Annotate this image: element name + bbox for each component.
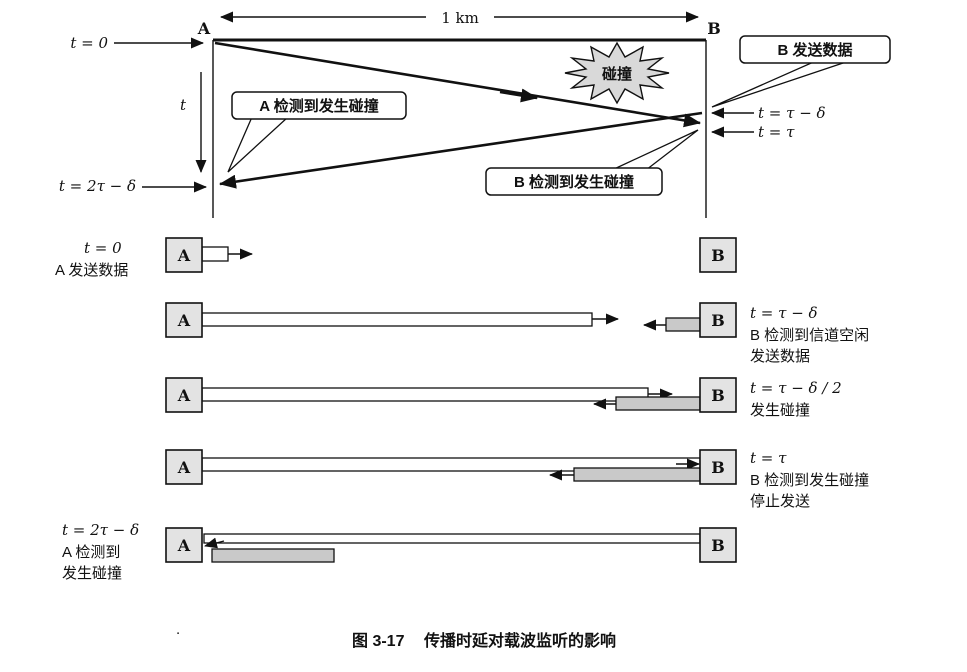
row2-right-line2: B 检测到信道空闲 (750, 327, 869, 344)
timeline-row-5: t = 2τ − δ A 检测到 发生碰撞 A B (62, 521, 737, 582)
row1-node-b: B (711, 246, 725, 265)
row2-frame-b (665, 317, 701, 332)
row3-frame-a (201, 387, 649, 402)
collision-signal-b-to-a (219, 111, 703, 189)
node-a-label: A (197, 19, 211, 38)
row2-right-line3: 发送数据 (750, 348, 810, 365)
time-axis-label: t (180, 96, 187, 114)
callout-a-detects-tail (227, 116, 290, 173)
row4-node-b-box (699, 449, 737, 485)
row5-left-line2: A 检测到 (62, 544, 120, 561)
row3-node-a: A (177, 386, 191, 405)
timeline-row-1: t = 0 A 发送数据 A B (55, 237, 737, 279)
callout-b-sends-tail (711, 59, 853, 108)
timeline-row-2: A B t = τ − δ B 检测到信道空闲 发送数据 (165, 302, 869, 365)
row3-node-b-box (699, 377, 737, 413)
callout-b-sends-label: B 发送数据 (777, 41, 852, 59)
row3-frame-b (615, 396, 701, 411)
t0-label: t = 0 (70, 34, 108, 52)
row5-node-b: B (711, 536, 725, 555)
row3-right-line2: 发生碰撞 (750, 401, 810, 419)
callout-b-detects-label: B 检测到发生碰撞 (514, 173, 634, 191)
row4-node-b: B (711, 458, 725, 477)
row1-left-line1: t = 0 (84, 239, 122, 257)
caption-number: 图 3-17 (352, 632, 405, 650)
row4-frame-b (573, 467, 701, 482)
figure-caption: . 图 3-17 传播时延对载波监听的影响 (176, 621, 616, 650)
row2-node-a-box (165, 302, 203, 338)
row4-right-line1: t = τ (750, 449, 787, 467)
callout-b-detects-box (485, 167, 663, 196)
row5-node-b-box (699, 527, 737, 563)
collision-burst (564, 41, 670, 105)
row1-node-b-box (699, 237, 737, 273)
row5-node-a: A (177, 536, 191, 555)
row5-arrow-left (204, 537, 225, 549)
wavefront-a-to-b (214, 41, 701, 128)
distance-label-bg (426, 7, 494, 26)
row3-right-line1: t = τ − δ / 2 (750, 379, 842, 397)
row2-node-b: B (711, 311, 725, 330)
row2-node-b-box (699, 302, 737, 338)
row5-node-a-box (165, 527, 203, 563)
row1-left-line2: A 发送数据 (55, 262, 128, 279)
row4-node-a-box (165, 449, 203, 485)
row4-node-a: A (177, 458, 191, 477)
row5-jam-signal (211, 548, 335, 563)
stray-dot: . (176, 621, 180, 638)
wavefront-a-mid-arrow (499, 88, 538, 103)
row5-channel-bar (203, 533, 701, 544)
row1-node-a-box (165, 237, 203, 273)
row2-frame-a (201, 312, 593, 327)
space-time-diagram: 1 km A B t = 0 t 碰撞 B 发送数据 A 检测到 (59, 7, 891, 218)
callout-b-detects: B 检测到发生碰撞 (485, 129, 699, 196)
row5-left-line3: 发生碰撞 (62, 564, 122, 582)
row4-right-line3: 停止发送 (750, 493, 810, 510)
row3-node-a-box (165, 377, 203, 413)
caption-title: 传播时延对载波监听的影响 (423, 631, 616, 650)
row4-right-line2: B 检测到发生碰撞 (750, 471, 869, 489)
node-b-label: B (707, 19, 721, 38)
timeline-row-3: A B t = τ − δ / 2 发生碰撞 (165, 377, 842, 419)
callout-b-detects-tail (611, 129, 699, 171)
callout-b-sends-box (739, 35, 891, 64)
row1-node-a: A (177, 246, 191, 265)
row2-node-a: A (177, 311, 191, 330)
callout-a-detects-label: A 检测到发生碰撞 (259, 97, 378, 115)
distance-label: 1 km (441, 9, 479, 27)
t-tau-delta-label: t = τ − δ (758, 104, 826, 122)
callout-a-detects: A 检测到发生碰撞 (227, 91, 407, 173)
row2-right-line1: t = τ − δ (750, 304, 818, 322)
row3-node-b: B (711, 386, 725, 405)
callout-a-detects-box (231, 91, 407, 120)
t-tau-label: t = τ (758, 123, 795, 141)
t-2tau-delta-label: t = 2τ − δ (59, 177, 136, 195)
row1-frame-a (201, 246, 229, 262)
callout-b-sends: B 发送数据 (711, 35, 891, 108)
timeline-row-4: A B t = τ B 检测到发生碰撞 停止发送 (165, 449, 869, 510)
row5-left-line1: t = 2τ − δ (62, 521, 139, 539)
collision-burst-label: 碰撞 (602, 65, 632, 83)
